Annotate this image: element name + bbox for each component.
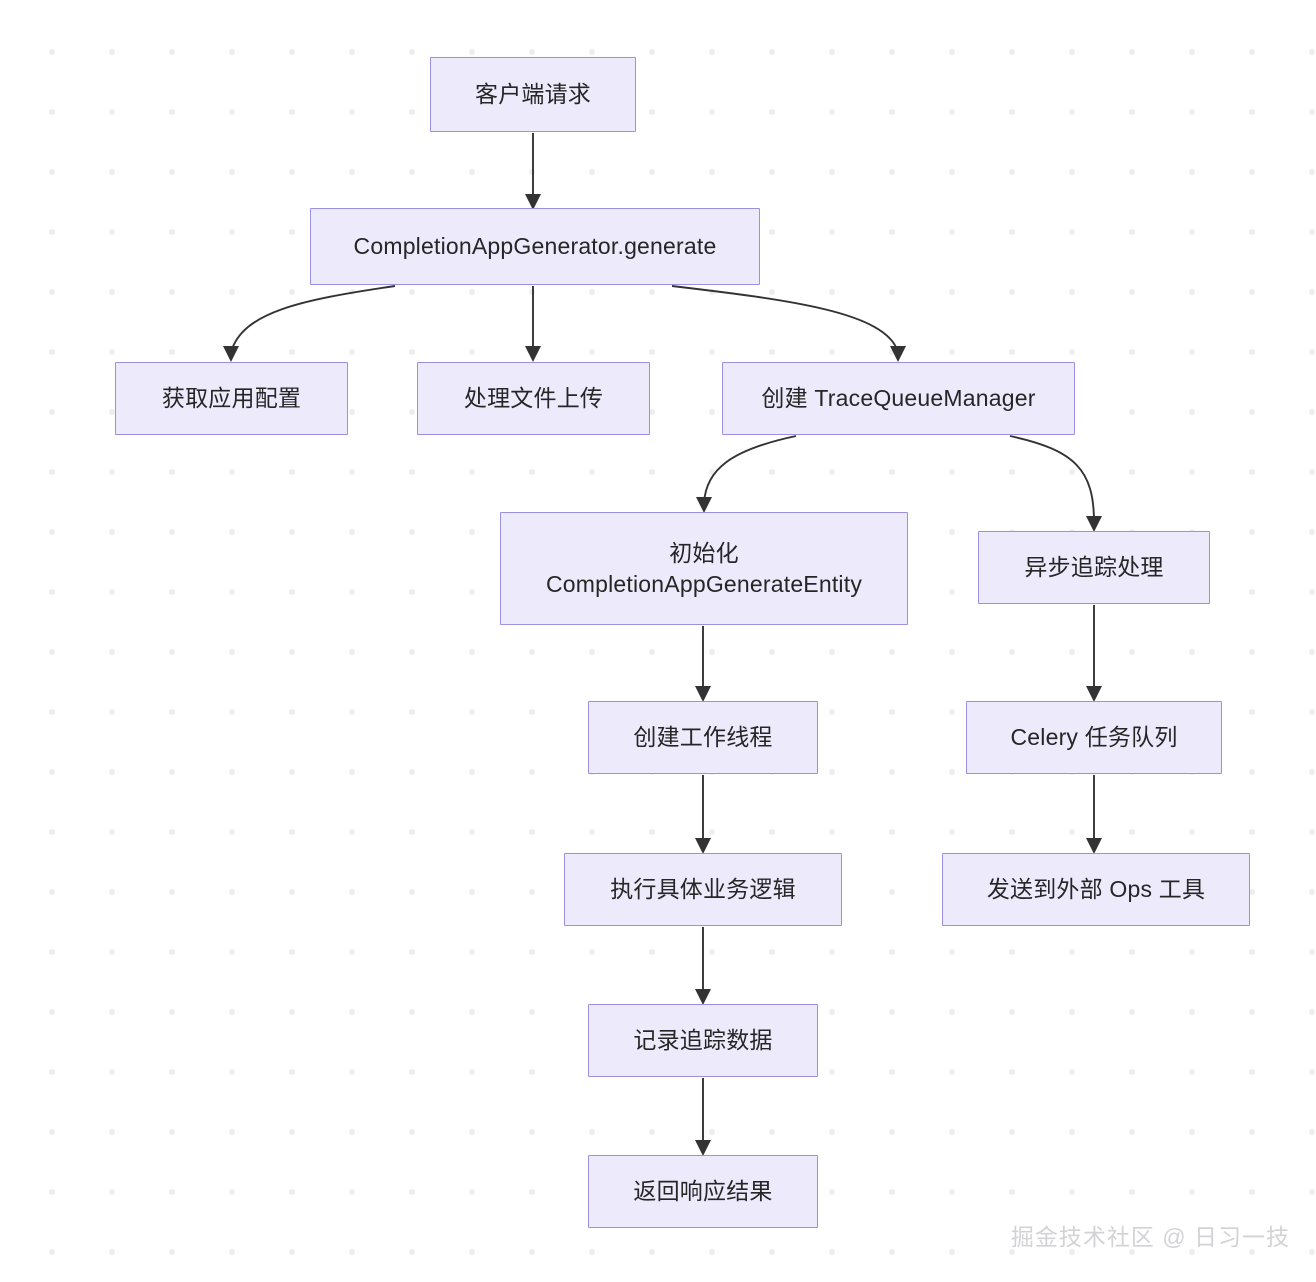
- node-label-celery_queue: Celery 任务队列: [1010, 724, 1178, 751]
- arrowhead-celery_queue-to-send_ops: [1086, 838, 1102, 854]
- arrowhead-business_logic-to-record_trace: [695, 989, 711, 1005]
- edge-generate-to-get_app_config: [230, 285, 396, 353]
- arrowhead-worker_thread-to-business_logic: [695, 838, 711, 854]
- node-celery_queue[interactable]: Celery 任务队列: [966, 701, 1222, 774]
- node-async_trace[interactable]: 异步追踪处理: [978, 531, 1210, 604]
- arrowhead-generate-to-handle_file_upload: [525, 346, 541, 362]
- arrowhead-generate-to-create_tqm: [890, 346, 906, 362]
- node-return_result[interactable]: 返回响应结果: [588, 1155, 818, 1228]
- node-generate[interactable]: CompletionAppGenerator.generate: [310, 208, 760, 285]
- node-init_entity[interactable]: 初始化 CompletionAppGenerateEntity: [500, 512, 908, 625]
- node-label-handle_file_upload: 处理文件上传: [463, 385, 604, 412]
- arrowhead-create_tqm-to-init_entity: [696, 497, 712, 513]
- node-create_tqm[interactable]: 创建 TraceQueueManager: [722, 362, 1075, 435]
- node-record_trace[interactable]: 记录追踪数据: [588, 1004, 818, 1077]
- arrowhead-init_entity-to-worker_thread: [695, 686, 711, 702]
- node-business_logic[interactable]: 执行具体业务逻辑: [564, 853, 842, 926]
- arrowhead-generate-to-get_app_config: [223, 346, 239, 362]
- node-label-generate: CompletionAppGenerator.generate: [353, 233, 717, 260]
- edge-generate-to-create_tqm: [671, 285, 899, 353]
- node-client_request[interactable]: 客户端请求: [430, 57, 636, 132]
- node-label-return_result: 返回响应结果: [633, 1178, 773, 1205]
- node-label-record_trace: 记录追踪数据: [633, 1027, 773, 1054]
- node-label-async_trace: 异步追踪处理: [1024, 554, 1164, 581]
- node-label-init_entity: 初始化 CompletionAppGenerateEntity: [545, 540, 863, 597]
- arrowhead-create_tqm-to-async_trace: [1086, 516, 1102, 532]
- node-send_ops[interactable]: 发送到外部 Ops 工具: [942, 853, 1250, 926]
- edge-create_tqm-to-init_entity: [703, 435, 797, 504]
- node-worker_thread[interactable]: 创建工作线程: [588, 701, 818, 774]
- node-label-business_logic: 执行具体业务逻辑: [610, 876, 796, 903]
- node-get_app_config[interactable]: 获取应用配置: [115, 362, 348, 435]
- node-label-worker_thread: 创建工作线程: [633, 724, 773, 751]
- node-handle_file_upload[interactable]: 处理文件上传: [417, 362, 650, 435]
- arrowhead-async_trace-to-celery_queue: [1086, 686, 1102, 702]
- node-label-client_request: 客户端请求: [475, 81, 591, 108]
- node-label-get_app_config: 获取应用配置: [161, 385, 302, 412]
- node-label-send_ops: 发送到外部 Ops 工具: [986, 876, 1206, 903]
- arrowhead-record_trace-to-return_result: [695, 1140, 711, 1156]
- edge-create_tqm-to-async_trace: [1009, 435, 1095, 523]
- node-label-create_tqm: 创建 TraceQueueManager: [761, 385, 1036, 412]
- watermark: 掘金技术社区 @ 日习一技: [1010, 1224, 1290, 1250]
